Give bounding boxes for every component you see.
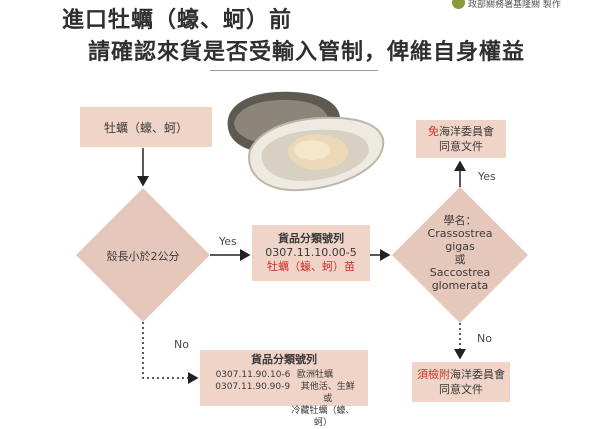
title-line-1: 進口牡蠣（蠔、蚵）前 xyxy=(62,8,293,33)
yes-label-size: Yes xyxy=(219,235,237,248)
code-row-1: 0307.11.90.10-6 歐洲牡蠣 xyxy=(209,369,359,381)
title-line-2: 請確認來貨是否受輸入管制，俾維自身權益 xyxy=(88,40,526,65)
require-line-1: 須檢附海洋委員會 xyxy=(417,367,505,382)
require-box: 須檢附海洋委員會 同意文件 xyxy=(412,362,510,402)
species-name1-b: gigas xyxy=(445,240,475,253)
species-name2-a: Saccostrea xyxy=(429,266,491,279)
title-underline xyxy=(210,70,378,71)
code-box-fry-code: 0307.11.10.00-5 xyxy=(265,246,357,259)
code-box-adult-title: 貨品分類號列 xyxy=(251,353,317,366)
exempt-line-1: 免海洋委員會 xyxy=(428,124,494,139)
arrow-size-no xyxy=(142,322,199,384)
logo-icon xyxy=(452,0,465,9)
decision-size-text: 殼長小於2公分 xyxy=(106,250,180,263)
code-box-adult: 貨品分類號列 0307.11.90.10-6 歐洲牡蠣 0307.11.90.9… xyxy=(200,350,368,428)
species-name2-b: glomerata xyxy=(431,279,489,292)
exempt-box: 免海洋委員會 同意文件 xyxy=(416,120,506,158)
exempt-text-1: 海洋委員會 xyxy=(439,125,494,138)
species-name1-a: Crassostrea xyxy=(427,227,493,240)
code-row-1-name: 歐洲牡蠣 xyxy=(297,370,334,380)
code-box-fry-title: 貨品分類號列 xyxy=(278,232,344,245)
code-row-2-name: 其他活、生鮮或 xyxy=(300,382,355,404)
code-box-fry-name: 牡蠣（蠔、蚵）苗 xyxy=(267,260,355,273)
code-row-3-spacer xyxy=(209,405,287,429)
code-box-fry: 貨品分類號列 0307.11.10.00-5 牡蠣（蠔、蚵）苗 xyxy=(252,225,370,281)
logo-text: 政部關務署基隆關 製作 xyxy=(468,0,561,10)
decision-size-diamond xyxy=(76,188,210,322)
exempt-text-2: 同意文件 xyxy=(439,140,483,153)
decision-species-text: 學名： Crassostrea gigas 或 Saccostrea glome… xyxy=(412,214,508,292)
require-text-1: 海洋委員會 xyxy=(450,368,505,381)
agency-logo: 政部關務署基隆關 製作 xyxy=(452,0,600,10)
code-row-2: 0307.11.90.90-9 其他活、生鮮或 xyxy=(209,381,359,405)
yes-label-species: Yes xyxy=(478,170,496,183)
species-title: 學名： xyxy=(443,214,477,227)
code-row-1-code: 0307.11.90.10-6 xyxy=(215,370,291,380)
no-label-species: No xyxy=(477,332,492,345)
code-row-2-code: 0307.11.90.90-9 xyxy=(215,382,291,392)
code-row-3-name: 冷藏牡蠣（蠔、蚵） xyxy=(291,406,355,428)
exempt-highlight: 免 xyxy=(428,125,439,138)
code-row-3: 冷藏牡蠣（蠔、蚵） xyxy=(209,405,359,429)
require-text-2: 同意文件 xyxy=(439,383,483,396)
species-or: 或 xyxy=(454,253,466,266)
start-box-oyster: 牡蠣（蠔、蚵） xyxy=(80,107,212,147)
start-box-label: 牡蠣（蠔、蚵） xyxy=(103,120,188,135)
oyster-illustration xyxy=(227,91,385,192)
decision-species-diamond xyxy=(392,187,528,323)
require-highlight: 須檢附 xyxy=(417,368,450,381)
flowchart-graphics xyxy=(76,91,528,384)
no-label-size: No xyxy=(174,338,189,351)
